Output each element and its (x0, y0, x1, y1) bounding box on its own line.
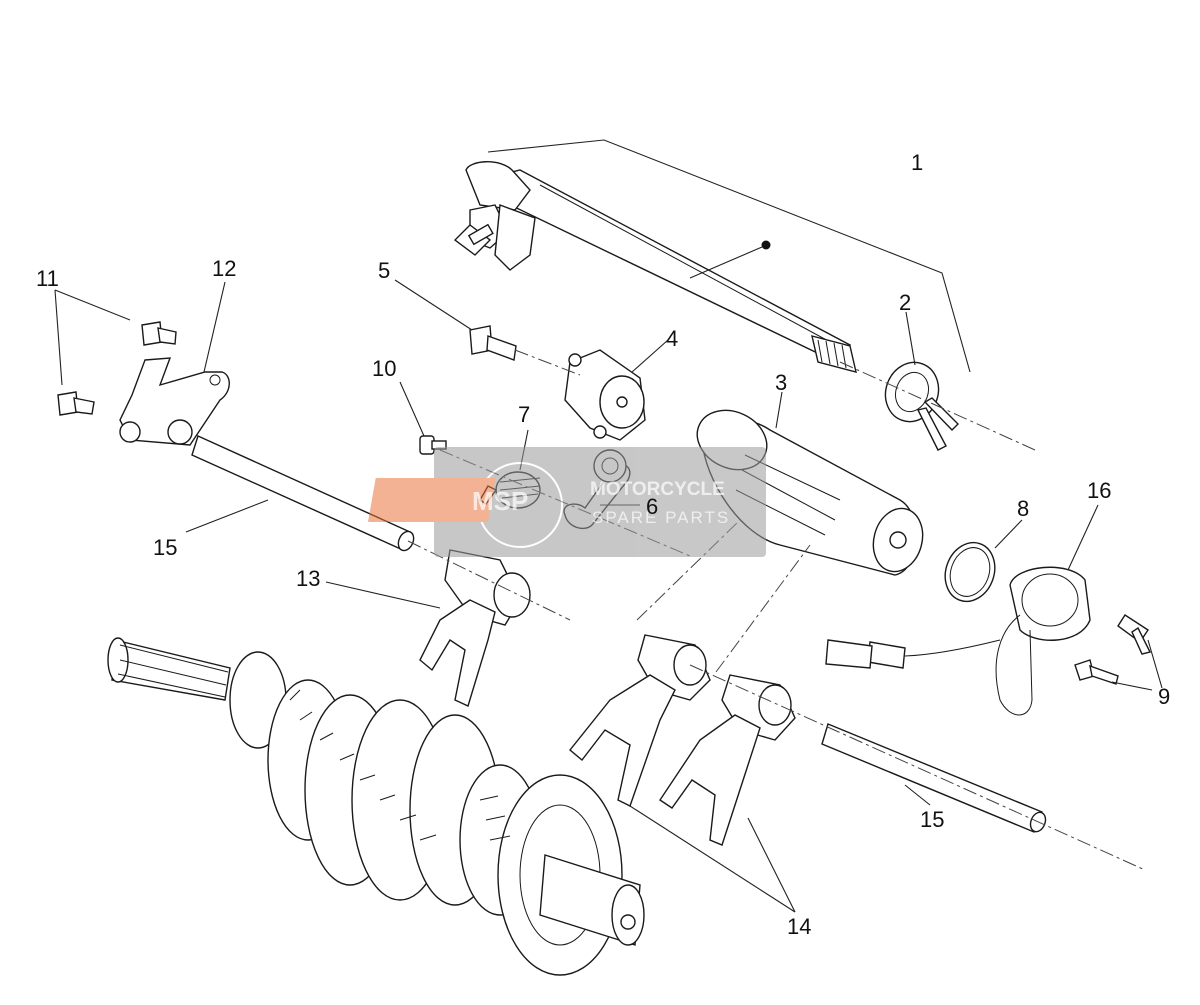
label-9: 9 (1158, 684, 1170, 709)
part-13-shift-fork (325, 549, 531, 707)
watermark-logo: MSP (472, 486, 528, 516)
label-15-left: 15 (153, 535, 177, 560)
part-1-selector-shaft (453, 139, 971, 373)
part-14-shift-forks (569, 634, 796, 913)
part-12-bracket (119, 281, 230, 446)
label-4: 4 (666, 326, 678, 351)
part-5-bolt (394, 279, 517, 361)
label-3: 3 (775, 370, 787, 395)
label-11: 11 (36, 266, 59, 291)
part-9-screws (1074, 614, 1163, 691)
label-5: 5 (378, 258, 390, 283)
part-10-pin (399, 381, 447, 455)
label-6: 6 (646, 494, 658, 519)
label-10: 10 (372, 356, 396, 381)
part-2-return-spring (884, 311, 959, 451)
label-7: 7 (518, 402, 530, 427)
label-13: 13 (296, 566, 320, 591)
label-1: 1 (911, 150, 923, 175)
part-16-sensor (825, 504, 1099, 716)
watermark-line2: SPARE PARTS (592, 508, 730, 527)
part-11-bushes (54, 289, 177, 416)
label-8: 8 (1017, 496, 1029, 521)
watermark-line1: MOTORCYCLE (590, 479, 725, 500)
part-4-star-wheel (564, 339, 669, 441)
label-16: 16 (1087, 478, 1111, 503)
label-12: 12 (212, 256, 236, 281)
label-14: 14 (787, 914, 811, 939)
label-15-right: 15 (920, 807, 944, 832)
label-2: 2 (899, 290, 911, 315)
part-15-rods (185, 435, 1047, 833)
gear-cluster (107, 637, 645, 976)
part-8-o-ring (944, 519, 1023, 603)
watermark (367, 447, 766, 557)
